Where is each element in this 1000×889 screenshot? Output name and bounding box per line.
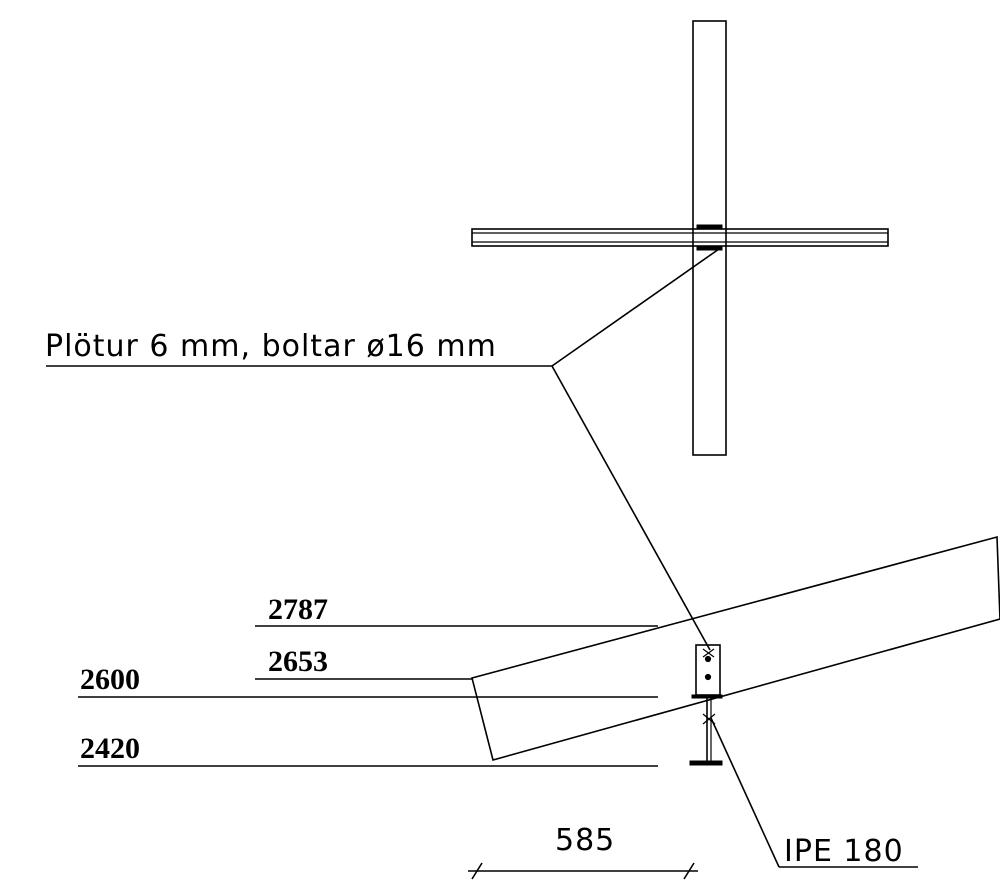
vertical-member [692,20,727,456]
dimension-585 [468,862,698,880]
inclined-beam [471,535,1000,761]
weld-mark-2 [702,648,715,658]
plate-note-leader-up [551,248,720,367]
connection-plate-bottom [696,245,723,251]
plate-note-leader-down [551,365,711,651]
plan-view-cross [471,20,889,456]
dimension-tick-left [471,862,483,880]
level-label-2787: 2787 [268,593,328,626]
plate-note-label: Plötur 6 mm, boltar ø16 mm [45,329,497,364]
level-label-2653: 2653 [268,645,328,678]
level-label-2420: 2420 [80,732,140,765]
beam-note-leader-line [710,717,780,868]
connection-plate-top [696,224,723,230]
column-cross-2 [702,713,716,725]
column-elevation [689,644,723,766]
dimension-label-585: 585 [555,823,615,858]
horizontal-member [471,228,889,247]
column-cap-plate [691,694,723,699]
column-base-plate [689,760,723,766]
level-label-2600: 2600 [80,663,140,696]
plate-note-leader [46,248,720,651]
bolt-hole-bottom [704,673,712,681]
bolt-hole-top [704,655,712,663]
inclined-beam-outline [471,535,1000,761]
level-lines [78,625,658,767]
dimension-tick-right [683,862,695,880]
beam-note-leader [710,717,918,868]
beam-note-label: IPE 180 [784,834,904,869]
